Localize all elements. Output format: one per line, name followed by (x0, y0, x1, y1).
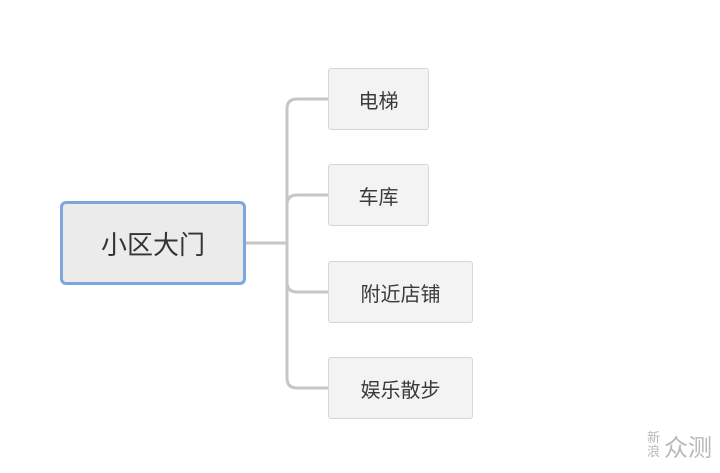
child-node-garage[interactable]: 车库 (328, 164, 429, 226)
connector-to-child-2 (285, 193, 328, 243)
connector-to-child-4 (285, 243, 328, 390)
child-node-elevator[interactable]: 电梯 (328, 68, 429, 130)
child-node-label: 附近店铺 (360, 281, 441, 306)
root-node-label: 小区大门 (100, 230, 205, 261)
root-node[interactable]: 小区大门 (60, 201, 246, 285)
watermark-text: 众测 (664, 434, 712, 462)
connector-to-child-3 (285, 243, 328, 294)
child-node-nearby-shops[interactable]: 附近店铺 (328, 261, 473, 323)
child-node-label: 电梯 (358, 88, 399, 113)
watermark-small-text: 新 浪 (646, 430, 660, 460)
child-node-leisure-walk[interactable]: 娱乐散步 (328, 357, 473, 419)
child-node-label: 车库 (358, 184, 399, 209)
connector-to-child-1 (285, 97, 328, 243)
child-node-label: 娱乐散步 (360, 377, 441, 402)
watermark-logo: 新 浪 众测 (647, 428, 712, 463)
